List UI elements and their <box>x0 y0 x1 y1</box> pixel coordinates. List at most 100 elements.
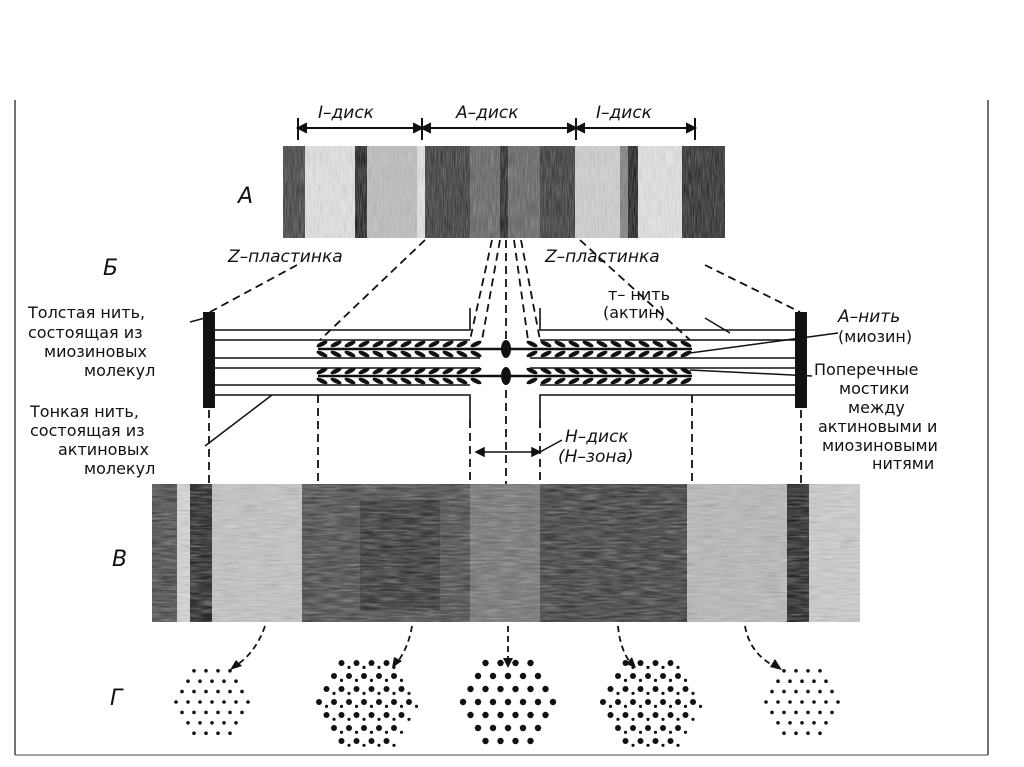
filament-dot <box>246 700 250 704</box>
filament-dot <box>639 705 642 708</box>
filament-dot <box>204 731 208 735</box>
filament-dot <box>340 731 343 734</box>
filament-dot <box>370 731 373 734</box>
filament-dot <box>331 673 337 679</box>
myosin-head <box>554 339 567 348</box>
myosin-head <box>526 339 539 348</box>
myosin-head <box>540 349 553 358</box>
filament-dot <box>653 686 659 692</box>
filament-dot <box>210 679 214 683</box>
myosin-head <box>400 349 413 358</box>
filament-dot <box>542 686 548 692</box>
filament-dot <box>520 699 526 705</box>
svg-text:состоящая из: состоящая из <box>28 323 143 342</box>
myosin-head <box>666 376 679 385</box>
filament-dot <box>535 699 541 705</box>
filament-dot <box>505 699 511 705</box>
filament-dot <box>623 686 629 692</box>
filament-dot <box>482 738 488 744</box>
myosin-head <box>596 376 609 385</box>
i-disk-left-label: I–диск <box>318 103 375 123</box>
filament-dot <box>654 731 657 734</box>
filament-dot <box>186 700 190 704</box>
myosin-head <box>386 339 399 348</box>
filament-dot <box>615 673 621 679</box>
filament-dot <box>535 725 541 731</box>
myosin-head <box>680 339 693 348</box>
filament-dot <box>512 686 518 692</box>
filament-dot <box>384 660 390 666</box>
myosin-head <box>344 349 357 358</box>
filament-dot <box>407 718 410 721</box>
filament-dot <box>616 692 619 695</box>
filament-dot <box>623 712 629 718</box>
filament-dot <box>482 712 488 718</box>
filament-dot <box>210 721 214 725</box>
filament-dot <box>340 705 343 708</box>
filament-dot <box>347 744 350 747</box>
z-line-right <box>795 312 807 408</box>
filament-dot <box>346 673 352 679</box>
filament-dot <box>324 712 330 718</box>
filament-dot <box>782 669 786 673</box>
filament-dot <box>376 699 382 705</box>
m-line-node-bottom <box>501 367 511 385</box>
filament-dot <box>806 731 810 735</box>
filament-dot <box>406 699 412 705</box>
filament-dot <box>615 699 621 705</box>
myosin-head <box>456 376 469 385</box>
filament-dot <box>608 686 614 692</box>
filament-dot <box>800 679 804 683</box>
z-plate-left-label: Z–пластинка <box>227 247 343 267</box>
micrograph-v <box>152 484 860 622</box>
filament-dot <box>376 673 382 679</box>
filament-dot <box>788 721 792 725</box>
a-filament-label: А–нить (миозин) <box>837 307 912 346</box>
filament-dot <box>527 660 533 666</box>
filament-dot <box>830 690 834 694</box>
filament-dot <box>631 692 634 695</box>
filament-dot <box>691 692 694 695</box>
filament-dot <box>361 699 367 705</box>
myosin-head <box>610 376 623 385</box>
filament-dot <box>676 718 679 721</box>
filament-dot <box>222 721 226 725</box>
filament-dot <box>794 690 798 694</box>
filament-dot <box>332 718 335 721</box>
filament-dot <box>600 699 606 705</box>
filament-dot <box>340 679 343 682</box>
filament-dot <box>354 686 360 692</box>
svg-text:нитями: нитями <box>872 454 934 473</box>
filament-dot <box>512 660 518 666</box>
filament-dot <box>234 721 238 725</box>
filament-dot <box>384 738 390 744</box>
myosin-head <box>470 349 483 358</box>
filament-dot <box>668 660 674 666</box>
filament-dot <box>550 699 556 705</box>
filament-dot <box>362 718 365 721</box>
filament-dot <box>676 692 679 695</box>
myosin-head <box>442 349 455 358</box>
filament-dot <box>192 690 196 694</box>
filament-dot <box>198 721 202 725</box>
filament-dot <box>204 690 208 694</box>
filament-dot <box>362 692 365 695</box>
filament-dot <box>370 679 373 682</box>
myosin-head <box>554 376 567 385</box>
filament-dot <box>369 686 375 692</box>
filament-dot <box>400 705 403 708</box>
svg-text:между: между <box>848 398 905 417</box>
filament-dot <box>684 679 687 682</box>
h-zone-marker <box>476 440 562 456</box>
filament-dot <box>631 744 634 747</box>
filament-dot <box>369 712 375 718</box>
myosin-head <box>540 376 553 385</box>
filament-dot <box>174 700 178 704</box>
z-line-left <box>203 312 215 408</box>
filament-dot <box>646 692 649 695</box>
filament-dot <box>661 744 664 747</box>
filament-dot <box>331 699 337 705</box>
filament-dot <box>654 679 657 682</box>
svg-text:А–нить: А–нить <box>837 307 900 327</box>
filament-dot <box>186 679 190 683</box>
